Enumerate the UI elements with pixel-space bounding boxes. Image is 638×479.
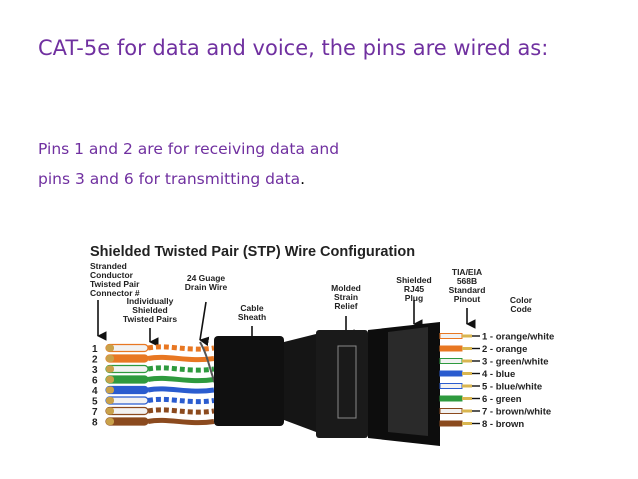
label-standard-line: 568B [457, 276, 477, 286]
wire-2-twist [147, 354, 215, 363]
plug-contact-1 [462, 334, 472, 338]
pinout-label-8: 8 - brown [482, 419, 524, 430]
left-pin-4: 4 [92, 386, 98, 397]
plug-contact-6 [462, 397, 472, 400]
left-pin-1: 1 [92, 344, 98, 355]
wire-6-copper-tip [106, 376, 114, 383]
stp-wire-diagram-svg: Shielded Twisted Pair (STP) Wire Configu… [90, 244, 554, 446]
body-text: Pins 1 and 2 are for receiving data and … [38, 134, 558, 194]
pinout-label-2: 2 - orange [482, 344, 527, 355]
left-pin-6: 6 [92, 376, 98, 387]
label-drain-line: Drain Wire [185, 282, 228, 292]
wire-3-copper-tip [106, 365, 114, 373]
wire-7-twist [147, 407, 215, 415]
wire-1-twist [147, 344, 215, 352]
left-pin-7: 7 [92, 407, 98, 418]
pinout-label-3: 3 - green/white [482, 357, 549, 368]
pinout-label-4: 4 - blue [482, 369, 515, 380]
label-molded-line: Strain [334, 292, 358, 302]
pinout-label-7: 7 - brown/white [482, 407, 551, 418]
strain-relief-window [337, 345, 357, 419]
wire-5-copper-tip [106, 397, 114, 404]
plug-conductors [439, 333, 472, 427]
plug-conductor-8 [439, 420, 463, 427]
body-line-2: pins 3 and 6 for transmitting data. [38, 164, 558, 194]
wire-8-copper-tip [106, 418, 114, 425]
plug-conductor-5 [439, 383, 463, 389]
plug-contact-5 [462, 384, 472, 388]
label-stranded-line: Connector # [90, 288, 140, 298]
wire-8-twist [147, 417, 215, 426]
wire-3-twist [147, 365, 215, 373]
left-pin-8: 8 [92, 418, 98, 429]
label-stranded-line: Twisted Pair [90, 279, 140, 289]
left-pin-3: 3 [92, 365, 98, 376]
plug-conductor-3 [439, 358, 463, 364]
pinout-label-1: 1 - orange/white [482, 332, 554, 343]
label-standard-line: Standard [449, 285, 486, 295]
wire-1-copper-tip [106, 344, 114, 352]
label-individually-line: Individually [127, 296, 174, 306]
label-stranded-line: Stranded [90, 261, 127, 271]
diagram-heading: Shielded Twisted Pair (STP) Wire Configu… [90, 244, 415, 260]
label-plug-line: Plug [405, 293, 423, 303]
plug-contact-7 [462, 409, 472, 413]
plug-conductor-4 [439, 370, 463, 377]
wire-6-twist [147, 375, 215, 384]
arrow-drain [199, 301, 210, 347]
molded-strain-relief [284, 334, 316, 432]
plug-contact-3 [462, 359, 472, 363]
stranded-wires [105, 343, 215, 426]
pinout-label-5: 5 - blue/white [482, 382, 542, 393]
plug-conductor-7 [439, 408, 463, 414]
label-standard-line: Pinout [454, 294, 481, 304]
plug-contact-8 [462, 422, 472, 425]
label-plug-line: Shielded [396, 275, 431, 285]
label-stranded-line: Conductor [90, 270, 134, 280]
plug-contact-2 [462, 347, 472, 350]
plug-conductor-6 [439, 395, 463, 402]
label-molded-line: Molded [331, 283, 361, 293]
body-line-2-period: . [300, 170, 306, 188]
plug-conductor-1 [439, 333, 463, 339]
stp-wire-diagram: Shielded Twisted Pair (STP) Wire Configu… [88, 236, 558, 446]
cable-sheath [214, 336, 284, 426]
wire-2-copper-tip [106, 355, 114, 362]
body-line-1: Pins 1 and 2 are for receiving data and [38, 140, 340, 158]
label-sheath-line: Sheath [238, 312, 266, 322]
label-plug-line: RJ45 [404, 284, 425, 294]
wire-4-twist [147, 386, 215, 394]
label-color-code-line: Color [510, 295, 533, 305]
label-standard-line: TIA/EIA [452, 267, 482, 277]
label-drain-line: 24 Guage [187, 273, 226, 283]
label-sheath-line: Cable [240, 303, 263, 313]
label-individually-line: Twisted Pairs [123, 314, 177, 324]
slide-title: CAT-5e for data and voice, the pins are … [38, 36, 549, 60]
wire-7-copper-tip [106, 407, 114, 415]
pinout-label-6: 6 - green [482, 394, 522, 405]
label-molded-line: Relief [334, 301, 357, 311]
left-pin-2: 2 [92, 355, 98, 366]
strain-relief-body [316, 330, 368, 438]
label-individually-line: Shielded [132, 305, 167, 315]
plug-contact-4 [462, 372, 472, 375]
plug-conductor-2 [439, 345, 463, 352]
wire-5-twist [147, 396, 215, 405]
rj45-plug-highlight [388, 327, 428, 436]
label-color-code-line: Code [510, 304, 532, 314]
left-pin-5: 5 [92, 397, 98, 408]
wire-4-copper-tip [106, 386, 114, 394]
body-line-2-text: pins 3 and 6 for transmitting data [38, 170, 301, 188]
